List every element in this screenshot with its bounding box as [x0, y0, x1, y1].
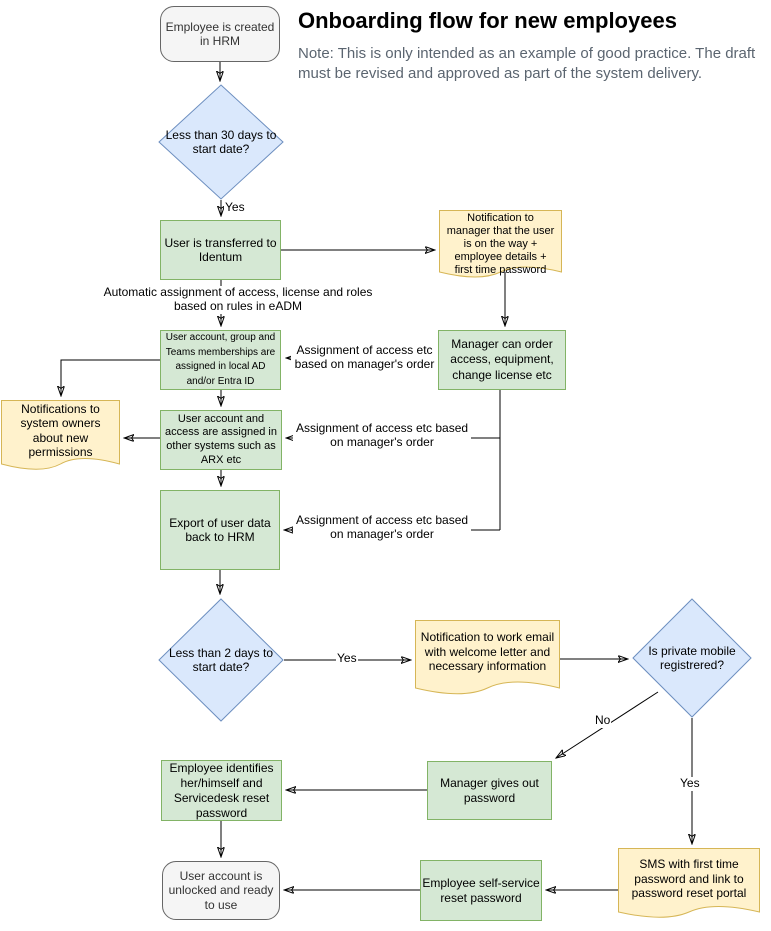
process-manager-can-order: Manager can order access, equipment, cha…	[438, 330, 566, 390]
diamond-shape	[158, 84, 284, 200]
node-label: Is private mobile registrered?	[648, 643, 736, 672]
diamond-shape	[158, 598, 284, 722]
node-label: Employee self-service reset password	[422, 876, 540, 905]
node-label: Notification to work email with welcome …	[420, 630, 555, 674]
node-label: User account is unlocked and ready to us…	[168, 868, 274, 912]
node-label: Employee is created in HRM	[165, 19, 275, 48]
edge-label-yes-2-days: Yes	[336, 651, 358, 666]
connector-ad-to-owners	[61, 359, 160, 396]
node-label: Notification to manager that the user is…	[446, 212, 555, 276]
process-employee-self-service-reset: Employee self-service reset password	[420, 860, 542, 921]
edge-label-yes-30-days: Yes	[224, 200, 246, 215]
document-shape	[415, 620, 560, 695]
node-label: SMS with first time password and link to…	[631, 857, 747, 901]
node-label: User is transferred to Identum	[164, 235, 277, 264]
edge-label-no-mobile: No	[594, 713, 612, 728]
node-label: Manager gives out password	[440, 776, 539, 805]
node-label: User account and access are assigned in …	[165, 412, 277, 466]
node-label: Employee identifies her/himself and Serv…	[169, 760, 274, 820]
edge-label-assignment-order-3: Assignment of access etc based on manage…	[293, 513, 471, 542]
decision-private-mobile-registered: Is private mobile registrered?	[632, 598, 752, 718]
edge-label-assignment-order-1: Assignment of access etc based on manage…	[291, 343, 438, 372]
edge-label-assignment-order-2: Assignment of access etc based on manage…	[293, 421, 471, 450]
document-notification-work-email: Notification to work email with welcome …	[415, 620, 560, 700]
document-shape	[1, 400, 120, 470]
process-employee-identifies-servicedesk: Employee identifies her/himself and Serv…	[161, 760, 282, 821]
process-other-systems-arx: User account and access are assigned in …	[160, 410, 282, 470]
page-title: Onboarding flow for new employees	[298, 8, 677, 33]
node-label: Notifications to system owners about new…	[20, 401, 101, 459]
document-notify-system-owners: Notifications to system owners about new…	[1, 400, 120, 475]
decision-less-than-2-days: Less than 2 days to start date?	[158, 598, 284, 722]
edge-label-automatic-assignment: Automatic assignment of access, license …	[87, 285, 389, 314]
document-sms-first-time-password: SMS with first time password and link to…	[618, 848, 760, 923]
node-label: Manager can order access, equipment, cha…	[450, 336, 554, 382]
process-user-transferred-identum: User is transferred to Identum	[160, 220, 281, 280]
process-export-user-data-hrm: Export of user data back to HRM	[160, 490, 280, 570]
node-label: Export of user data back to HRM	[169, 515, 271, 544]
document-notify-manager: Notification to manager that the user is…	[439, 210, 562, 282]
document-shape	[439, 210, 562, 278]
terminator-employee-created: Employee is created in HRM	[160, 6, 280, 62]
edge-label-yes-mobile: Yes	[679, 776, 701, 791]
document-shape	[618, 848, 760, 918]
note-text: Note: This is only intended as an exampl…	[298, 45, 756, 83]
node-label: Less than 2 days to start date?	[168, 645, 274, 674]
process-ad-entra-assignment: User account, group and Teams membership…	[160, 330, 281, 390]
node-label: Less than 30 days to start date?	[165, 127, 277, 156]
terminator-account-unlocked: User account is unlocked and ready to us…	[162, 861, 280, 920]
process-manager-gives-password: Manager gives out password	[427, 761, 552, 820]
node-label: User account, group and Teams membership…	[165, 332, 276, 387]
diamond-shape	[632, 598, 752, 718]
decision-less-than-30-days: Less than 30 days to start date?	[158, 84, 284, 200]
